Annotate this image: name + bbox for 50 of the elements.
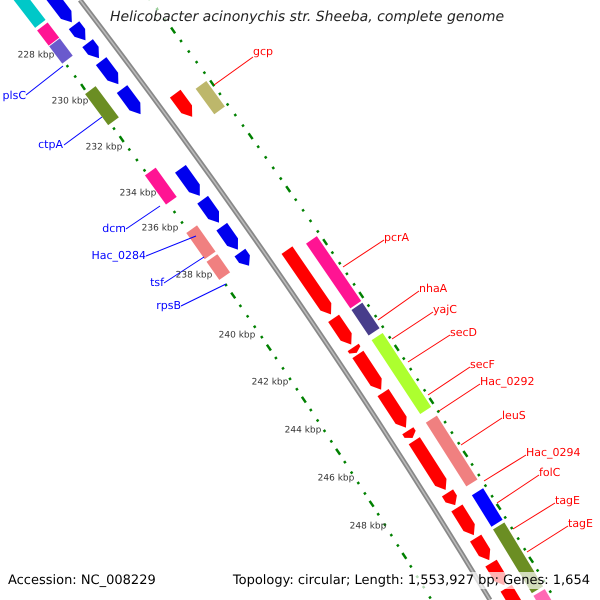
gene-label: nhaA [419,282,448,296]
scale-label: 240 kbp [218,330,256,342]
leader-line [64,116,102,146]
gene-label: ctpA [38,138,63,152]
diagram-title: Helicobacter acinonychis str. Sheeba, complete genome [110,8,504,26]
gene-label: rpsB [156,299,181,313]
leader-line [484,454,526,482]
scale-label: 242 kbp [252,378,288,388]
leader-line [512,502,556,530]
scale-label: 248 kbp [350,522,386,532]
accession-note: Accession: NC_008229 [8,572,156,589]
scale-label: 234 kbp [120,188,156,200]
gene-label: folC [539,466,560,480]
genome-summary: Topology: circular; Length: 1,553,927 bp; Genes: 1,654 [232,572,590,589]
leader-line [342,240,384,268]
gene-label: dcm [102,222,126,236]
gene-label: yajC [433,303,457,317]
scale-label: 236 kbp [142,224,178,234]
leader-line [378,290,420,320]
scale-label: 232 kbp [86,142,122,154]
leader-line [392,312,434,340]
gene-label: plsC [2,89,26,103]
leader-line [460,418,502,446]
leader-line [428,366,470,396]
leader-line [180,284,226,306]
gene-label: secF [470,358,495,372]
scale-label: 228 kbp [18,50,54,62]
leader-line [214,56,254,86]
leader-line [496,474,540,504]
gene-label: Hac_0292 [480,375,535,389]
gene-label: gcp [253,45,274,59]
gene-label: tsf [150,276,164,290]
leader-line [526,526,568,552]
gene-label: Hac_0284 [91,249,146,263]
leader-line [408,334,450,362]
leader-line [146,236,196,256]
scale-label: 230 kbp [52,96,88,108]
scale-label: 244 kbp [284,426,322,436]
gene-label: tagE [568,517,593,531]
leader-line [126,206,160,230]
gene-label: pcrA [384,231,410,245]
scale-label: 238 kbp [176,270,212,282]
gene-label: Hac_0294 [526,446,581,460]
leader-line [26,66,64,96]
gene-label: secD [450,326,478,340]
scale-label: 246 kbp [318,474,354,484]
gene-label: tagE [555,494,580,508]
gene-label: leuS [502,409,526,423]
leader-line [438,384,480,412]
leader-line [164,256,204,284]
